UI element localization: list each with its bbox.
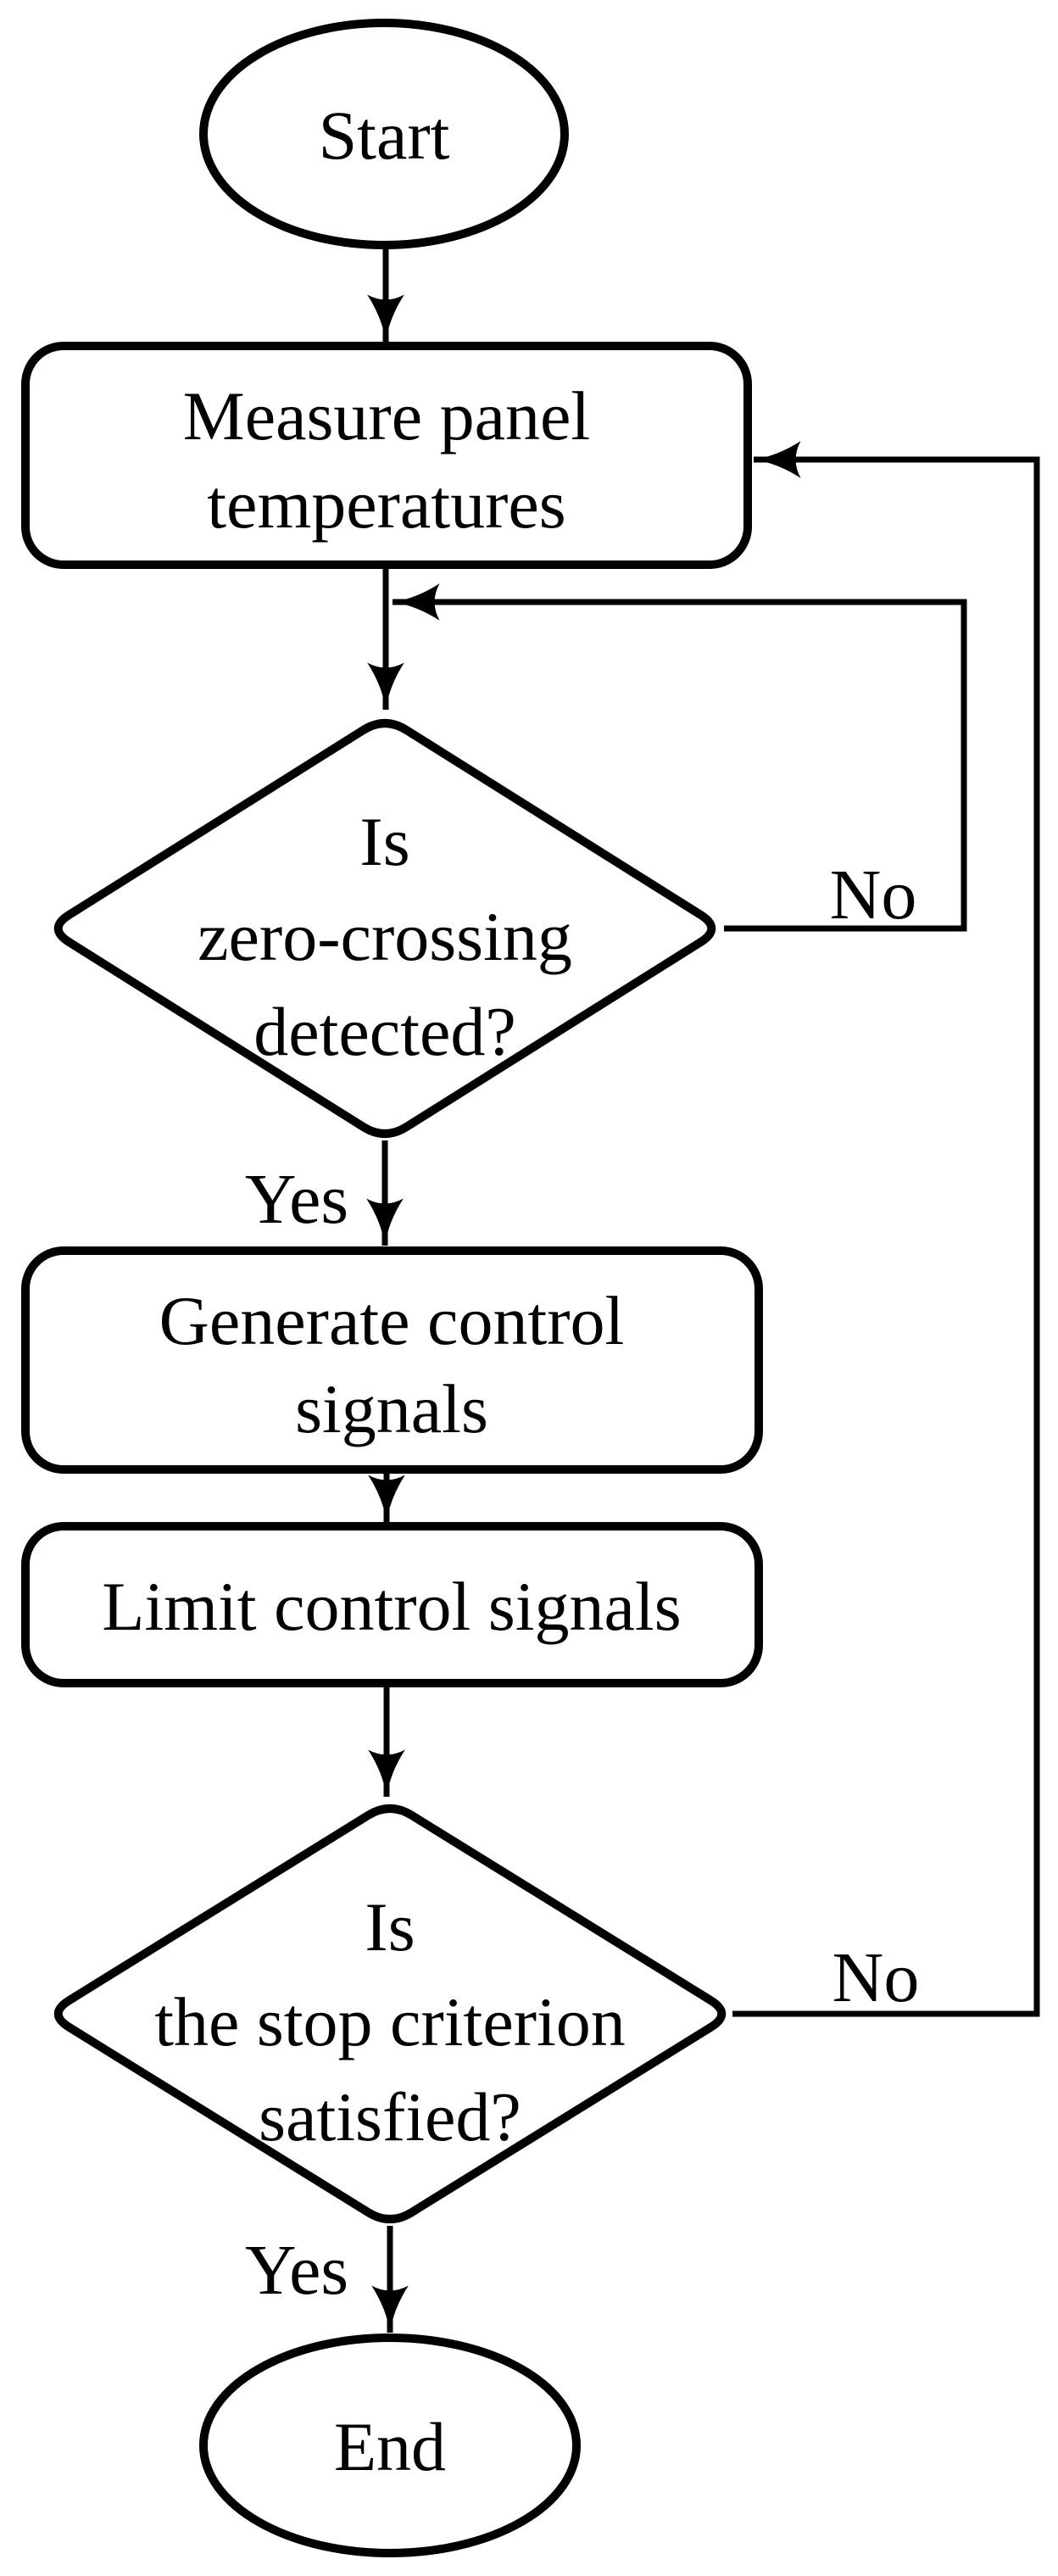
zero-crossing-decision-shape (53, 719, 716, 1138)
node-end: End (199, 2333, 581, 2557)
measure-temps-process-shape (21, 342, 752, 569)
node-limit-signals: Limit control signals (21, 1522, 763, 1687)
label-no-stop-criterion: No (832, 1938, 920, 2017)
edge-zero-crossing-no-loop (393, 583, 967, 932)
generate-signals-label-line1: Generate control (159, 1282, 625, 1359)
edge-labels: No Yes No Yes (245, 856, 919, 2310)
limit-signals-label: Limit control signals (102, 1568, 681, 1645)
label-no-zero-crossing: No (830, 856, 917, 934)
zero-crossing-label-line1: Is (359, 803, 409, 880)
end-terminator-shape (199, 2333, 581, 2557)
zero-crossing-label-line3: detected? (253, 993, 516, 1070)
end-label: End (334, 2408, 446, 2485)
start-terminator-shape (199, 19, 569, 249)
zero-crossing-label-line2: zero-crossing (198, 898, 572, 975)
generate-signals-process-shape (21, 1246, 763, 1474)
measure-temps-label-line1: Measure panel (183, 377, 590, 454)
node-stop-criterion-decision: Is the stop criterion satisfied? (53, 1804, 727, 2224)
generate-signals-label-line2: signals (295, 1370, 488, 1447)
measure-temps-label-line2: temperatures (207, 466, 565, 543)
stop-criterion-label-line3: satisfied? (259, 2078, 521, 2155)
stop-criterion-label-line2: the stop criterion (154, 1983, 626, 2060)
edges (366, 248, 1040, 2333)
label-yes-stop-criterion: Yes (245, 2231, 348, 2310)
node-measure-temps: Measure panel temperatures (21, 342, 752, 569)
limit-signals-process-shape (21, 1522, 763, 1687)
start-label: Start (319, 97, 450, 174)
node-generate-signals: Generate control signals (21, 1246, 763, 1474)
stop-criterion-label-line1: Is (365, 1888, 415, 1965)
edge-stop-criterion-no-loop (732, 441, 1040, 2017)
label-yes-zero-crossing: Yes (245, 1160, 348, 1239)
stop-criterion-decision-shape (53, 1804, 727, 2224)
node-start: Start (199, 19, 569, 249)
node-zero-crossing-decision: Is zero-crossing detected? (53, 719, 716, 1138)
